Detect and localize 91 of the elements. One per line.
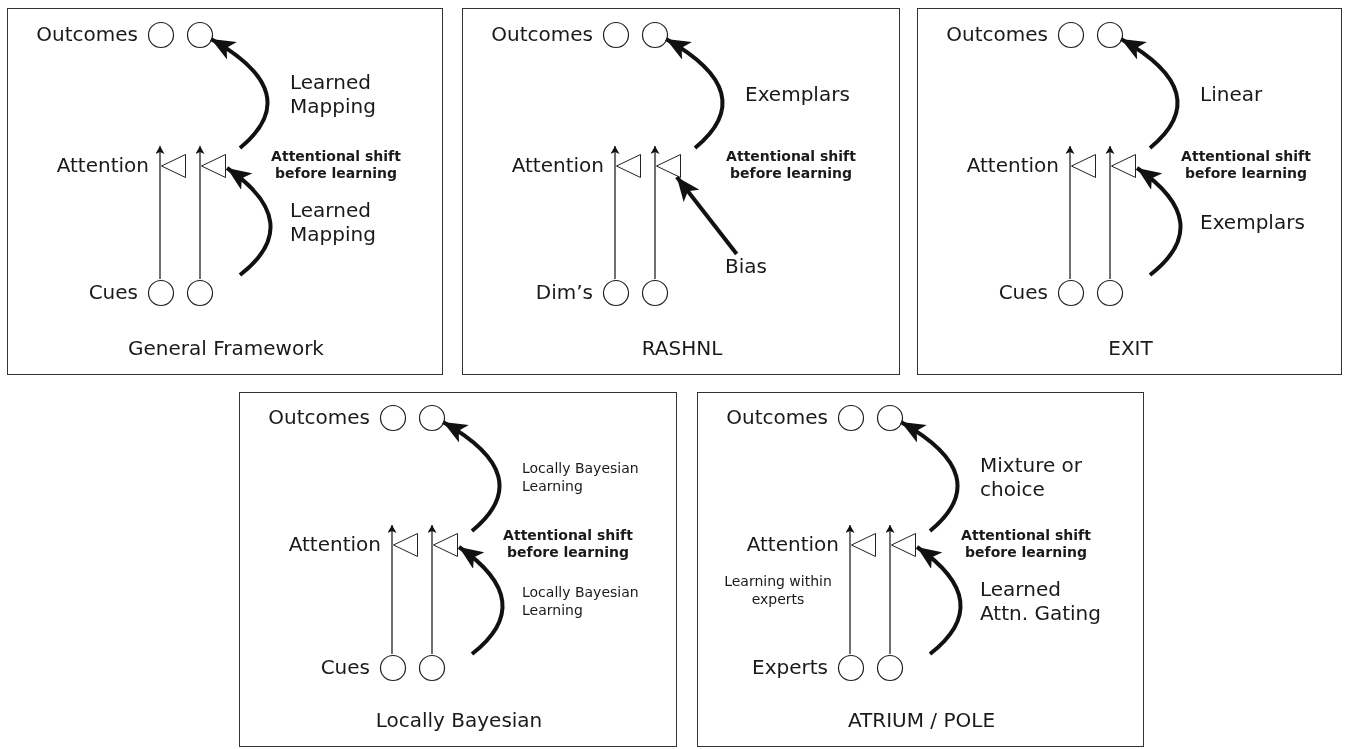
circle-node — [1058, 22, 1084, 48]
circle-node — [877, 405, 903, 431]
circle-node — [877, 655, 903, 681]
circle-node — [148, 280, 174, 306]
circle-node — [380, 655, 406, 681]
row-label: Outcomes — [946, 22, 1048, 46]
arrow — [1135, 166, 1183, 277]
annotation-text: Attentional shift before learning — [725, 148, 857, 182]
annotation-text: Attentional shift before learning — [1180, 148, 1312, 182]
arrow — [1105, 145, 1115, 280]
circle-node — [187, 280, 213, 306]
edge-label: Exemplars — [745, 81, 851, 106]
text-label: Bias — [725, 254, 767, 278]
circle-node — [603, 280, 629, 306]
arrow — [209, 37, 270, 150]
arrow — [387, 524, 397, 655]
edge-label: Exemplars — [1200, 209, 1306, 234]
arrow — [441, 420, 502, 533]
circle-node — [603, 22, 629, 48]
arrow — [195, 145, 205, 280]
row-label: Experts — [752, 655, 828, 679]
panel — [7, 8, 443, 375]
triangle-node — [433, 533, 458, 557]
row-label: Cues — [88, 280, 138, 304]
row-label: Outcomes — [268, 405, 370, 429]
arrow — [885, 524, 895, 655]
arrow — [427, 524, 437, 655]
circle-node — [1097, 22, 1123, 48]
arrow — [457, 545, 505, 656]
edge-label: Learning within experts — [723, 571, 833, 608]
circle-node — [187, 22, 213, 48]
arrow — [899, 420, 960, 533]
circle-node — [148, 22, 174, 48]
circle-node — [642, 280, 668, 306]
arrow — [1065, 145, 1075, 280]
triangle-node — [393, 533, 418, 557]
triangle-node — [851, 533, 876, 557]
circle-node — [642, 22, 668, 48]
arrow — [664, 37, 725, 150]
row-label: Attention — [288, 532, 381, 556]
arrow — [915, 545, 963, 656]
edge-label: Learned Mapping — [290, 197, 377, 246]
row-label: Attention — [966, 153, 1059, 177]
annotation-text: Attentional shift before learning — [502, 527, 634, 561]
edge-label: Learned Attn. Gating — [980, 576, 1102, 625]
annotation-text: Attentional shift before learning — [270, 148, 402, 182]
triangle-node — [201, 154, 226, 178]
panel-title: General Framework — [127, 336, 325, 360]
triangle-node — [1111, 154, 1136, 178]
panel-title: EXIT — [1107, 336, 1154, 360]
edge-label: Mixture or choice — [980, 452, 1084, 501]
row-label: Cues — [320, 655, 370, 679]
panel — [462, 8, 900, 375]
panel-title: Locally Bayesian — [374, 708, 544, 732]
arrow — [845, 524, 855, 655]
arrow — [675, 175, 739, 256]
annotation-text: Attentional shift before learning — [960, 527, 1092, 561]
triangle-node — [891, 533, 916, 557]
circle-node — [380, 405, 406, 431]
triangle-node — [616, 154, 641, 178]
row-label: Outcomes — [726, 405, 828, 429]
row-label: Attention — [511, 153, 604, 177]
panel-title: RASHNL — [640, 336, 724, 360]
circle-node — [838, 405, 864, 431]
arrow — [225, 166, 273, 277]
edge-label: Linear — [1200, 81, 1264, 106]
circle-node — [419, 405, 445, 431]
panel-title: ATRIUM / POLE — [846, 708, 997, 732]
triangle-node — [656, 154, 681, 178]
triangle-node — [1071, 154, 1096, 178]
row-label: Dim’s — [535, 280, 593, 304]
row-label: Attention — [56, 153, 149, 177]
arrow — [650, 145, 660, 280]
row-label: Outcomes — [491, 22, 593, 46]
panel — [917, 8, 1342, 375]
arrow — [1119, 37, 1180, 150]
circle-node — [419, 655, 445, 681]
edge-label: Locally Bayesian Learning — [522, 458, 640, 495]
row-label: Attention — [746, 532, 839, 556]
arrow — [610, 145, 620, 280]
row-label: Outcomes — [36, 22, 138, 46]
circle-node — [1097, 280, 1123, 306]
edge-label: Locally Bayesian Learning — [522, 582, 640, 619]
triangle-node — [161, 154, 186, 178]
panel — [697, 392, 1144, 747]
arrow — [155, 145, 165, 280]
circle-node — [838, 655, 864, 681]
circle-node — [1058, 280, 1084, 306]
panel — [239, 392, 677, 747]
row-label: Cues — [998, 280, 1048, 304]
edge-label: Learned Mapping — [290, 69, 377, 118]
